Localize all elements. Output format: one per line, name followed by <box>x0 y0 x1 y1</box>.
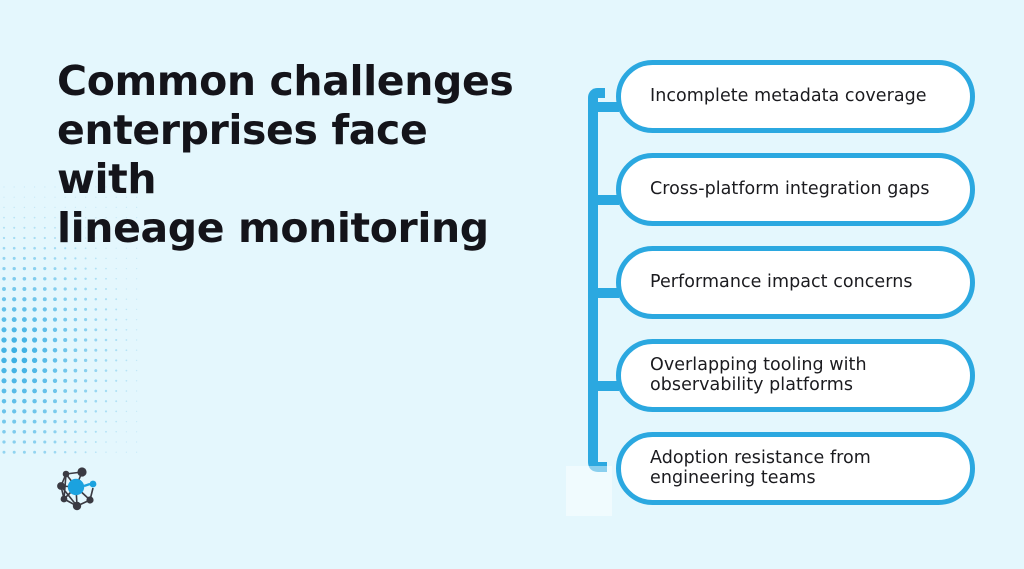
network-nodes-logo <box>57 467 97 511</box>
list-item[interactable]: Performance impact concerns <box>616 246 975 319</box>
list-item[interactable]: Overlapping tooling with observability p… <box>616 339 975 412</box>
background-artifact <box>566 466 612 516</box>
list-item-label: Adoption resistance from engineering tea… <box>650 448 871 488</box>
list-item[interactable]: Incomplete metadata coverage <box>616 60 975 133</box>
list-item-label: Cross-platform integration gaps <box>650 178 930 199</box>
challenge-list: Incomplete metadata coverage Cross-platf… <box>616 60 975 505</box>
list-item-label: Performance impact concerns <box>650 271 913 292</box>
list-item-label: Overlapping tooling with observability p… <box>650 355 867 395</box>
page-title: Common challenges enterprises face with … <box>57 57 514 252</box>
list-item[interactable]: Cross-platform integration gaps <box>616 153 975 226</box>
list-item-label: Incomplete metadata coverage <box>650 85 927 106</box>
list-item[interactable]: Adoption resistance from engineering tea… <box>616 432 975 505</box>
